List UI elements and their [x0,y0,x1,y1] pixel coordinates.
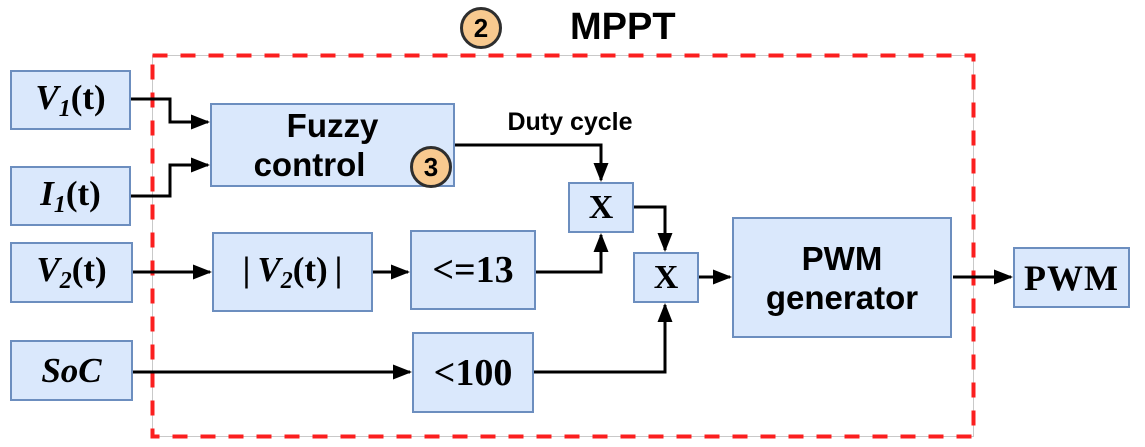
v1-input-block: V1(t) [10,70,131,130]
v2-input-block: V2(t) [10,242,133,303]
arrow-v1-to-fuzzy [131,97,210,130]
pwm-output-label: PWM [1024,257,1119,298]
le13-label: <=13 [432,249,514,291]
pwm-generator-line1: PWM [801,239,883,277]
fuzzy-control-block: Fuzzy control [210,103,455,187]
lt100-label: <100 [433,351,513,394]
arrow-i1-to-fuzzy [131,157,210,198]
arrow-le13-to-mult1 [536,233,609,274]
v1-symbol: V [35,77,59,117]
i1-symbol: I [40,173,54,213]
v1-suffix: (t) [70,77,106,117]
v1-subscript: 1 [58,95,71,122]
fuzzy-control-line2: control [253,146,366,183]
arrow-fuzzy-to-mult1 [455,143,609,182]
step-badge-3-number: 3 [423,151,439,182]
arrow-lt100-to-mult2 [534,303,673,374]
v2-suffix: (t) [71,250,107,289]
arrow-mult1-to-mult2 [634,205,673,252]
diagram-title-text: MPPT [570,5,676,48]
le13-comparator-block: <=13 [410,230,536,310]
pwm-output-block: PWM [1013,247,1130,308]
abs-v2-block: |V2(t)| [212,232,373,312]
soc-input-block: SoC [10,340,133,401]
pwm-generator-block: PWM generator [732,217,952,338]
mppt-boundary [150,53,976,439]
step-badge-3: 3 [410,146,452,188]
duty-cycle-label: Duty cycle [455,108,685,137]
diagram-title: MPPT [570,6,676,48]
abs-v2-suffix: (t) [292,249,328,289]
abs-v2-subscript: 2 [280,267,293,294]
i1-suffix: (t) [65,173,101,213]
abs-open-bar: | [242,249,251,289]
multiplier-2-label: X [653,258,679,296]
abs-v2-symbol: V [257,249,281,289]
abs-close-bar: | [334,249,343,289]
i1-input-block: I1(t) [10,166,131,226]
fuzzy-control-line1: Fuzzy [286,107,379,144]
i1-subscript: 1 [53,191,66,218]
multiplier-1-label: X [588,188,614,226]
v2-subscript: 2 [59,268,72,294]
step-badge-2: 2 [460,7,502,49]
multiplier-1-block: X [568,182,634,233]
lt100-comparator-block: <100 [412,332,534,413]
multiplier-2-block: X [633,252,699,303]
duty-cycle-text: Duty cycle [507,108,633,136]
soc-label: SoC [41,351,102,390]
step-badge-2-number: 2 [473,12,489,43]
v2-symbol: V [36,250,60,289]
pwm-generator-line2: generator [765,278,919,316]
